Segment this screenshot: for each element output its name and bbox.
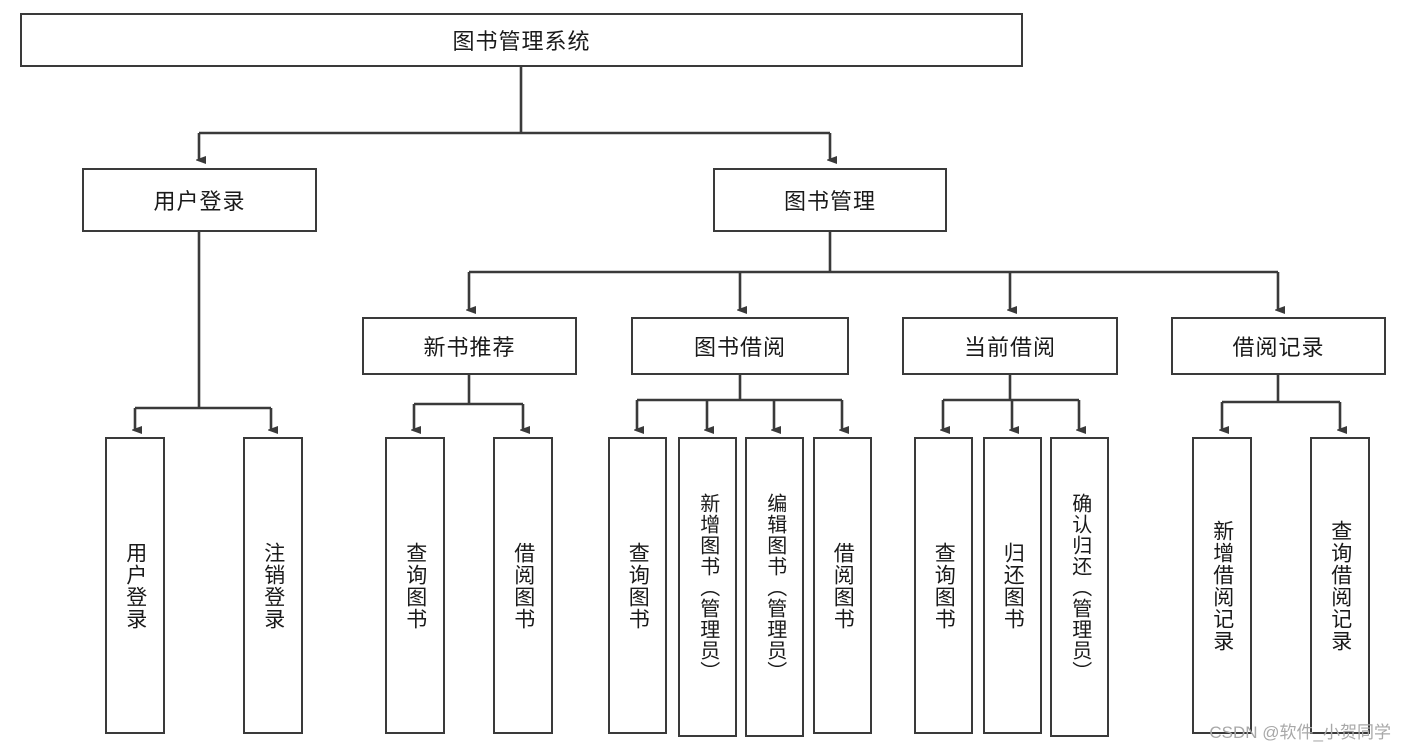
leaf-user-login[interactable]: 用户登录 [105, 437, 165, 734]
node-label: 注销登录 [261, 541, 285, 630]
node-label: 新增图书（管理员） [696, 492, 719, 682]
node-label: 新书推荐 [423, 335, 516, 360]
node-user-login[interactable]: 用户登录 [82, 168, 317, 232]
leaf-edit-book-admin[interactable]: 编辑图书（管理员） [745, 437, 804, 737]
leaf-return-book[interactable]: 归还图书 [983, 437, 1042, 734]
node-book-borrow[interactable]: 图书借阅 [631, 317, 849, 375]
leaf-query-borrow-record[interactable]: 查询借阅记录 [1310, 437, 1370, 734]
node-borrow-records[interactable]: 借阅记录 [1171, 317, 1386, 375]
node-label: 查询借阅记录 [1328, 519, 1352, 652]
leaf-add-book-admin[interactable]: 新增图书（管理员） [678, 437, 737, 737]
node-new-book-recommend[interactable]: 新书推荐 [362, 317, 577, 375]
node-root[interactable]: 图书管理系统 [20, 13, 1023, 67]
node-label: 编辑图书（管理员） [763, 492, 786, 682]
leaf-borrow-book-recommend[interactable]: 借阅图书 [493, 437, 553, 734]
node-current-borrow[interactable]: 当前借阅 [902, 317, 1118, 375]
node-label: 查询图书 [626, 541, 650, 630]
node-label: 图书借阅 [693, 335, 786, 360]
node-book-management[interactable]: 图书管理 [713, 168, 947, 232]
node-label: 借阅记录 [1232, 335, 1325, 360]
node-label: 借阅图书 [831, 541, 855, 630]
node-label: 图书管理 [783, 189, 876, 214]
node-label: 图书管理系统 [452, 29, 591, 54]
leaf-query-book-current[interactable]: 查询图书 [914, 437, 973, 734]
leaf-logout[interactable]: 注销登录 [243, 437, 303, 734]
node-label: 借阅图书 [511, 541, 535, 630]
leaf-confirm-return-admin[interactable]: 确认归还（管理员） [1050, 437, 1109, 737]
node-label: 归还图书 [1001, 541, 1025, 630]
node-label: 新增借阅记录 [1210, 519, 1234, 652]
node-label: 用户登录 [153, 189, 246, 214]
node-label: 确认归还（管理员） [1068, 492, 1091, 682]
node-label: 查询图书 [932, 541, 956, 630]
leaf-query-book-borrow[interactable]: 查询图书 [608, 437, 667, 734]
watermark: CSDN @软件_小贺同学 [1209, 723, 1391, 742]
leaf-query-book-recommend[interactable]: 查询图书 [385, 437, 445, 734]
node-label: 当前借阅 [963, 335, 1056, 360]
node-label: 用户登录 [123, 541, 147, 630]
node-label: 查询图书 [403, 541, 427, 630]
leaf-borrow-book[interactable]: 借阅图书 [813, 437, 872, 734]
leaf-add-borrow-record[interactable]: 新增借阅记录 [1192, 437, 1252, 734]
